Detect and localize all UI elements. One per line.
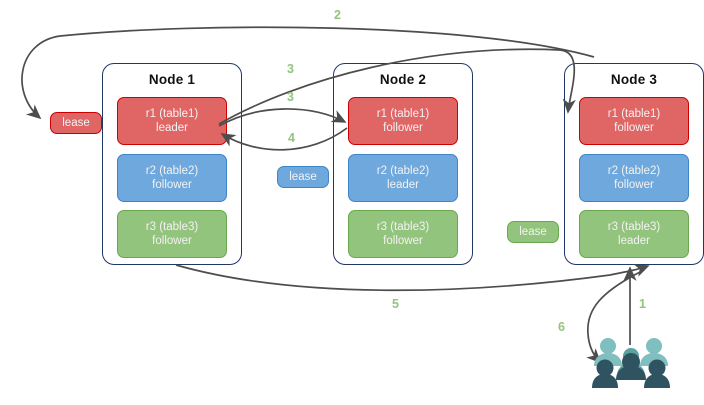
users-group-icon: [592, 338, 670, 388]
node-1-title: Node 1: [148, 72, 196, 87]
node-1-replica-r3-line1: r3 (table3): [145, 221, 199, 233]
edge-label-2: 2: [334, 8, 341, 22]
node-2-replica-r3[interactable]: r3 (table3) follower: [348, 210, 458, 258]
edge-label-6: 6: [558, 320, 565, 334]
lease-badge-r2[interactable]: lease: [277, 166, 329, 188]
edge-label-1: 1: [639, 297, 646, 311]
edge-label-3a: 3: [287, 62, 294, 76]
node-3-replica-r3-line2: leader: [618, 235, 650, 247]
node-3-replica-r1-line1: r1 (table1): [607, 108, 661, 120]
node-2-replica-r1-line2: follower: [383, 122, 423, 134]
node-1-replica-r2-line2: follower: [152, 179, 192, 191]
edge-4-node2-to-node1-arrow: [220, 127, 348, 151]
edge-label-5: 5: [392, 297, 399, 311]
node-2-replica-r2-line1: r2 (table2): [376, 165, 430, 177]
lease-badge-r1-label: lease: [62, 117, 90, 129]
node-3-replica-r2[interactable]: r2 (table2) follower: [579, 154, 689, 202]
edge-5-arrow: [175, 264, 650, 292]
node-1-replica-r1-line2: leader: [156, 122, 188, 134]
node-2-replica-r3-line1: r3 (table3): [376, 221, 430, 233]
node-3-replica-r3-line1: r3 (table3): [607, 221, 661, 233]
node-3-replica-r1-line2: follower: [614, 122, 654, 134]
lease-badge-r3-label: lease: [519, 226, 547, 238]
node-2-container: Node 2 r1 (table1) follower r2 (table2) …: [333, 63, 473, 265]
node-2-replica-r2[interactable]: r2 (table2) leader: [348, 154, 458, 202]
node-2-replica-r1-line1: r1 (table1): [376, 108, 430, 120]
node-2-replica-r1[interactable]: r1 (table1) follower: [348, 97, 458, 145]
node-1-replica-r3[interactable]: r3 (table3) follower: [117, 210, 227, 258]
edge-label-3b: 3: [287, 90, 294, 104]
edge-2-arrow: [21, 26, 595, 120]
node-1-replica-r2[interactable]: r2 (table2) follower: [117, 154, 227, 202]
lease-badge-r2-label: lease: [289, 171, 317, 183]
edge-label-4: 4: [288, 131, 295, 145]
node-1-container: Node 1 r1 (table1) leader r2 (table2) fo…: [102, 63, 242, 265]
node-2-replica-r2-line2: leader: [387, 179, 419, 191]
node-1-replica-r1-line1: r1 (table1): [145, 108, 199, 120]
lease-badge-r3[interactable]: lease: [507, 221, 559, 243]
node-3-container: Node 3 r1 (table1) follower r2 (table2) …: [564, 63, 704, 265]
node-3-replica-r2-line2: follower: [614, 179, 654, 191]
node-2-title: Node 2: [379, 72, 427, 87]
node-1-replica-r3-line2: follower: [152, 235, 192, 247]
node-1-replica-r1[interactable]: r1 (table1) leader: [117, 97, 227, 145]
edge-3-node1-to-node3-arrow: [218, 48, 576, 125]
node-3-replica-r3[interactable]: r3 (table3) leader: [579, 210, 689, 258]
edge-3-node1-to-node2-arrow: [218, 108, 347, 127]
node-2-replica-r3-line2: follower: [383, 235, 423, 247]
node-3-replica-r2-line1: r2 (table2): [607, 165, 661, 177]
lease-badge-r1[interactable]: lease: [50, 112, 102, 134]
edge-6-arrow: [586, 269, 645, 364]
node-1-replica-r2-line1: r2 (table2): [145, 165, 199, 177]
node-3-title: Node 3: [610, 72, 658, 87]
node-3-replica-r1[interactable]: r1 (table1) follower: [579, 97, 689, 145]
